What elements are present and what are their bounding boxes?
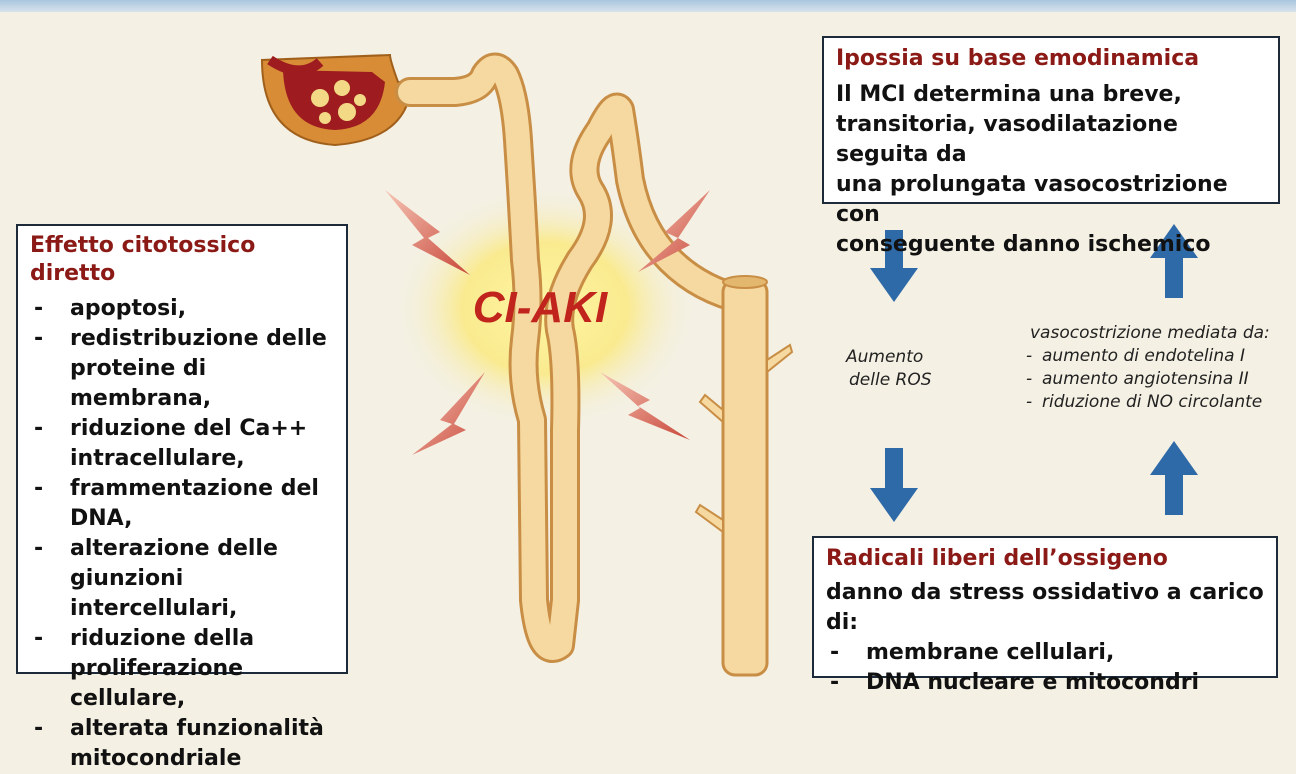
free-radicals-list: membrane cellulari, DNA nucleare e mitoc… <box>826 638 1264 698</box>
collecting-duct <box>696 276 792 675</box>
hypoxia-line: Il MCI determina una breve, <box>836 80 1266 110</box>
cytotoxic-effect-box: Effetto citotossico diretto apoptosi, re… <box>16 224 348 674</box>
cytotoxic-effect-title: Effetto citotossico diretto <box>30 232 334 288</box>
list-item: apoptosi, <box>30 294 334 324</box>
hypoxia-line: conseguente danno ischemico <box>836 230 1266 260</box>
list-item: riduzione di NO circolante <box>1024 391 1292 414</box>
list-item: riduzione della proliferazione cellulare… <box>30 624 334 714</box>
ros-label-line1: Aumento <box>846 346 932 369</box>
vasoconstriction-block: vasocostrizione mediata da: aumento di e… <box>1024 322 1292 414</box>
list-item: aumento di endotelina I <box>1024 345 1292 368</box>
vasoconstriction-list: aumento di endotelina I aumento angioten… <box>1024 345 1292 414</box>
cytotoxic-title-line2: diretto <box>30 260 334 288</box>
hypoxia-line: transitoria, vasodilatazione seguita da <box>836 110 1266 170</box>
list-item: membrane cellulari, <box>826 638 1264 668</box>
list-item: alterazione delle giunzioni intercellula… <box>30 534 334 624</box>
ros-label: Aumento delle ROS <box>846 346 932 392</box>
ros-label-line2: delle ROS <box>846 369 932 392</box>
list-item: alterata funzionalità mitocondriale <box>30 714 334 774</box>
cytotoxic-effect-list: apoptosi, redistribuzione delle proteine… <box>30 294 334 774</box>
free-radicals-box: Radicali liberi dell’ossigeno danno da s… <box>812 536 1278 678</box>
hypoxia-description: Il MCI determina una breve, transitoria,… <box>836 80 1266 260</box>
glomerulus <box>262 55 418 145</box>
list-item: riduzione del Ca++ intracellulare, <box>30 414 334 474</box>
free-radicals-title: Radicali liberi dell’ossigeno <box>826 544 1264 574</box>
list-item: DNA nucleare e mitocondri <box>826 668 1264 698</box>
list-item: aumento angiotensina II <box>1024 368 1292 391</box>
cytotoxic-title-line1: Effetto citotossico <box>30 232 334 260</box>
hypoxia-line: una prolungata vasocostrizione con <box>836 170 1266 230</box>
hypoxia-title: Ipossia su base emodinamica <box>836 44 1266 74</box>
hypoxia-box: Ipossia su base emodinamica Il MCI deter… <box>822 36 1280 204</box>
arrow-down-icon <box>870 448 918 522</box>
arrow-up-icon <box>1150 441 1198 515</box>
list-item: frammentazione del DNA, <box>30 474 334 534</box>
ci-aki-label: CI-AKI <box>473 283 608 332</box>
list-item: redistribuzione delle proteine di membra… <box>30 324 334 414</box>
free-radicals-intro: danno da stress ossidativo a carico di: <box>826 578 1264 638</box>
vasoconstriction-heading: vasocostrizione mediata da: <box>1024 322 1292 345</box>
